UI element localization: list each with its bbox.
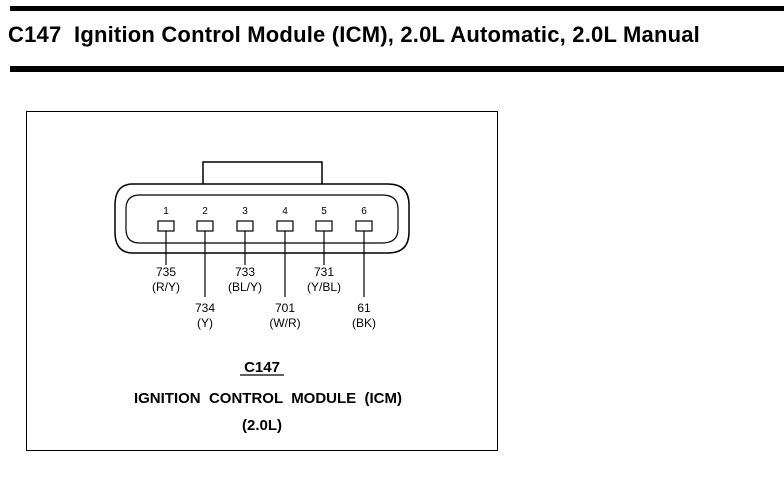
pin-5: 5 731(Y/BL) — [307, 206, 341, 294]
circuit-number-label: 731 — [314, 265, 334, 279]
pin-number-label: 6 — [361, 206, 367, 217]
circuit-number-label: 701 — [275, 301, 295, 315]
wire-color-label: (W/R) — [269, 316, 300, 330]
pin-4: 4 701(W/R) — [269, 206, 300, 330]
circuit-number-label: 734 — [195, 301, 215, 315]
engine-size-label: (2.0L) — [242, 417, 282, 434]
circuit-number-label: 735 — [156, 265, 176, 279]
wire-color-label: (Y) — [197, 316, 213, 330]
pin-number-label: 3 — [242, 206, 248, 217]
circuit-number-label: 61 — [357, 301, 371, 315]
connector-body — [114, 161, 410, 254]
module-name-label: IGNITION CONTROL MODULE (ICM) — [134, 390, 402, 407]
pin-3: 3 733(BL/Y) — [228, 206, 262, 294]
pin-terminal — [157, 220, 175, 232]
pin-number-label: 5 — [321, 206, 327, 217]
pin-1: 1 735(R/Y) — [152, 206, 180, 294]
pin-terminal — [196, 220, 214, 232]
locking-tab — [202, 161, 323, 184]
circuit-number-label: 733 — [235, 265, 255, 279]
pin-number-label: 4 — [282, 206, 288, 217]
title-rule-bottom — [10, 66, 784, 72]
pin-terminal — [355, 220, 373, 232]
connector-housing-outer — [114, 183, 410, 254]
pin-number-label: 2 — [202, 206, 208, 217]
wire-color-label: (R/Y) — [152, 280, 180, 294]
pin-terminal — [236, 220, 254, 232]
wire-color-label: (BL/Y) — [228, 280, 262, 294]
wire-color-label: (Y/BL) — [307, 280, 341, 294]
pin-number-label: 1 — [163, 206, 169, 217]
diagram-frame — [26, 111, 498, 451]
page-title: C147 Ignition Control Module (ICM), 2.0L… — [8, 22, 700, 47]
connector-housing-inner — [125, 194, 399, 244]
title-rule-top — [10, 6, 784, 11]
pin-terminal — [276, 220, 294, 232]
pin-terminal — [315, 220, 333, 232]
pin-2: 2 734(Y) — [195, 206, 215, 330]
wire-color-label: (BK) — [352, 316, 376, 330]
connector-pins: 1735(R/Y)2734(Y)3733(BL/Y)4701(W/R)5731(… — [152, 206, 376, 330]
connector-id-label: C147 — [244, 359, 280, 376]
pin-6: 6 61(BK) — [352, 206, 376, 330]
